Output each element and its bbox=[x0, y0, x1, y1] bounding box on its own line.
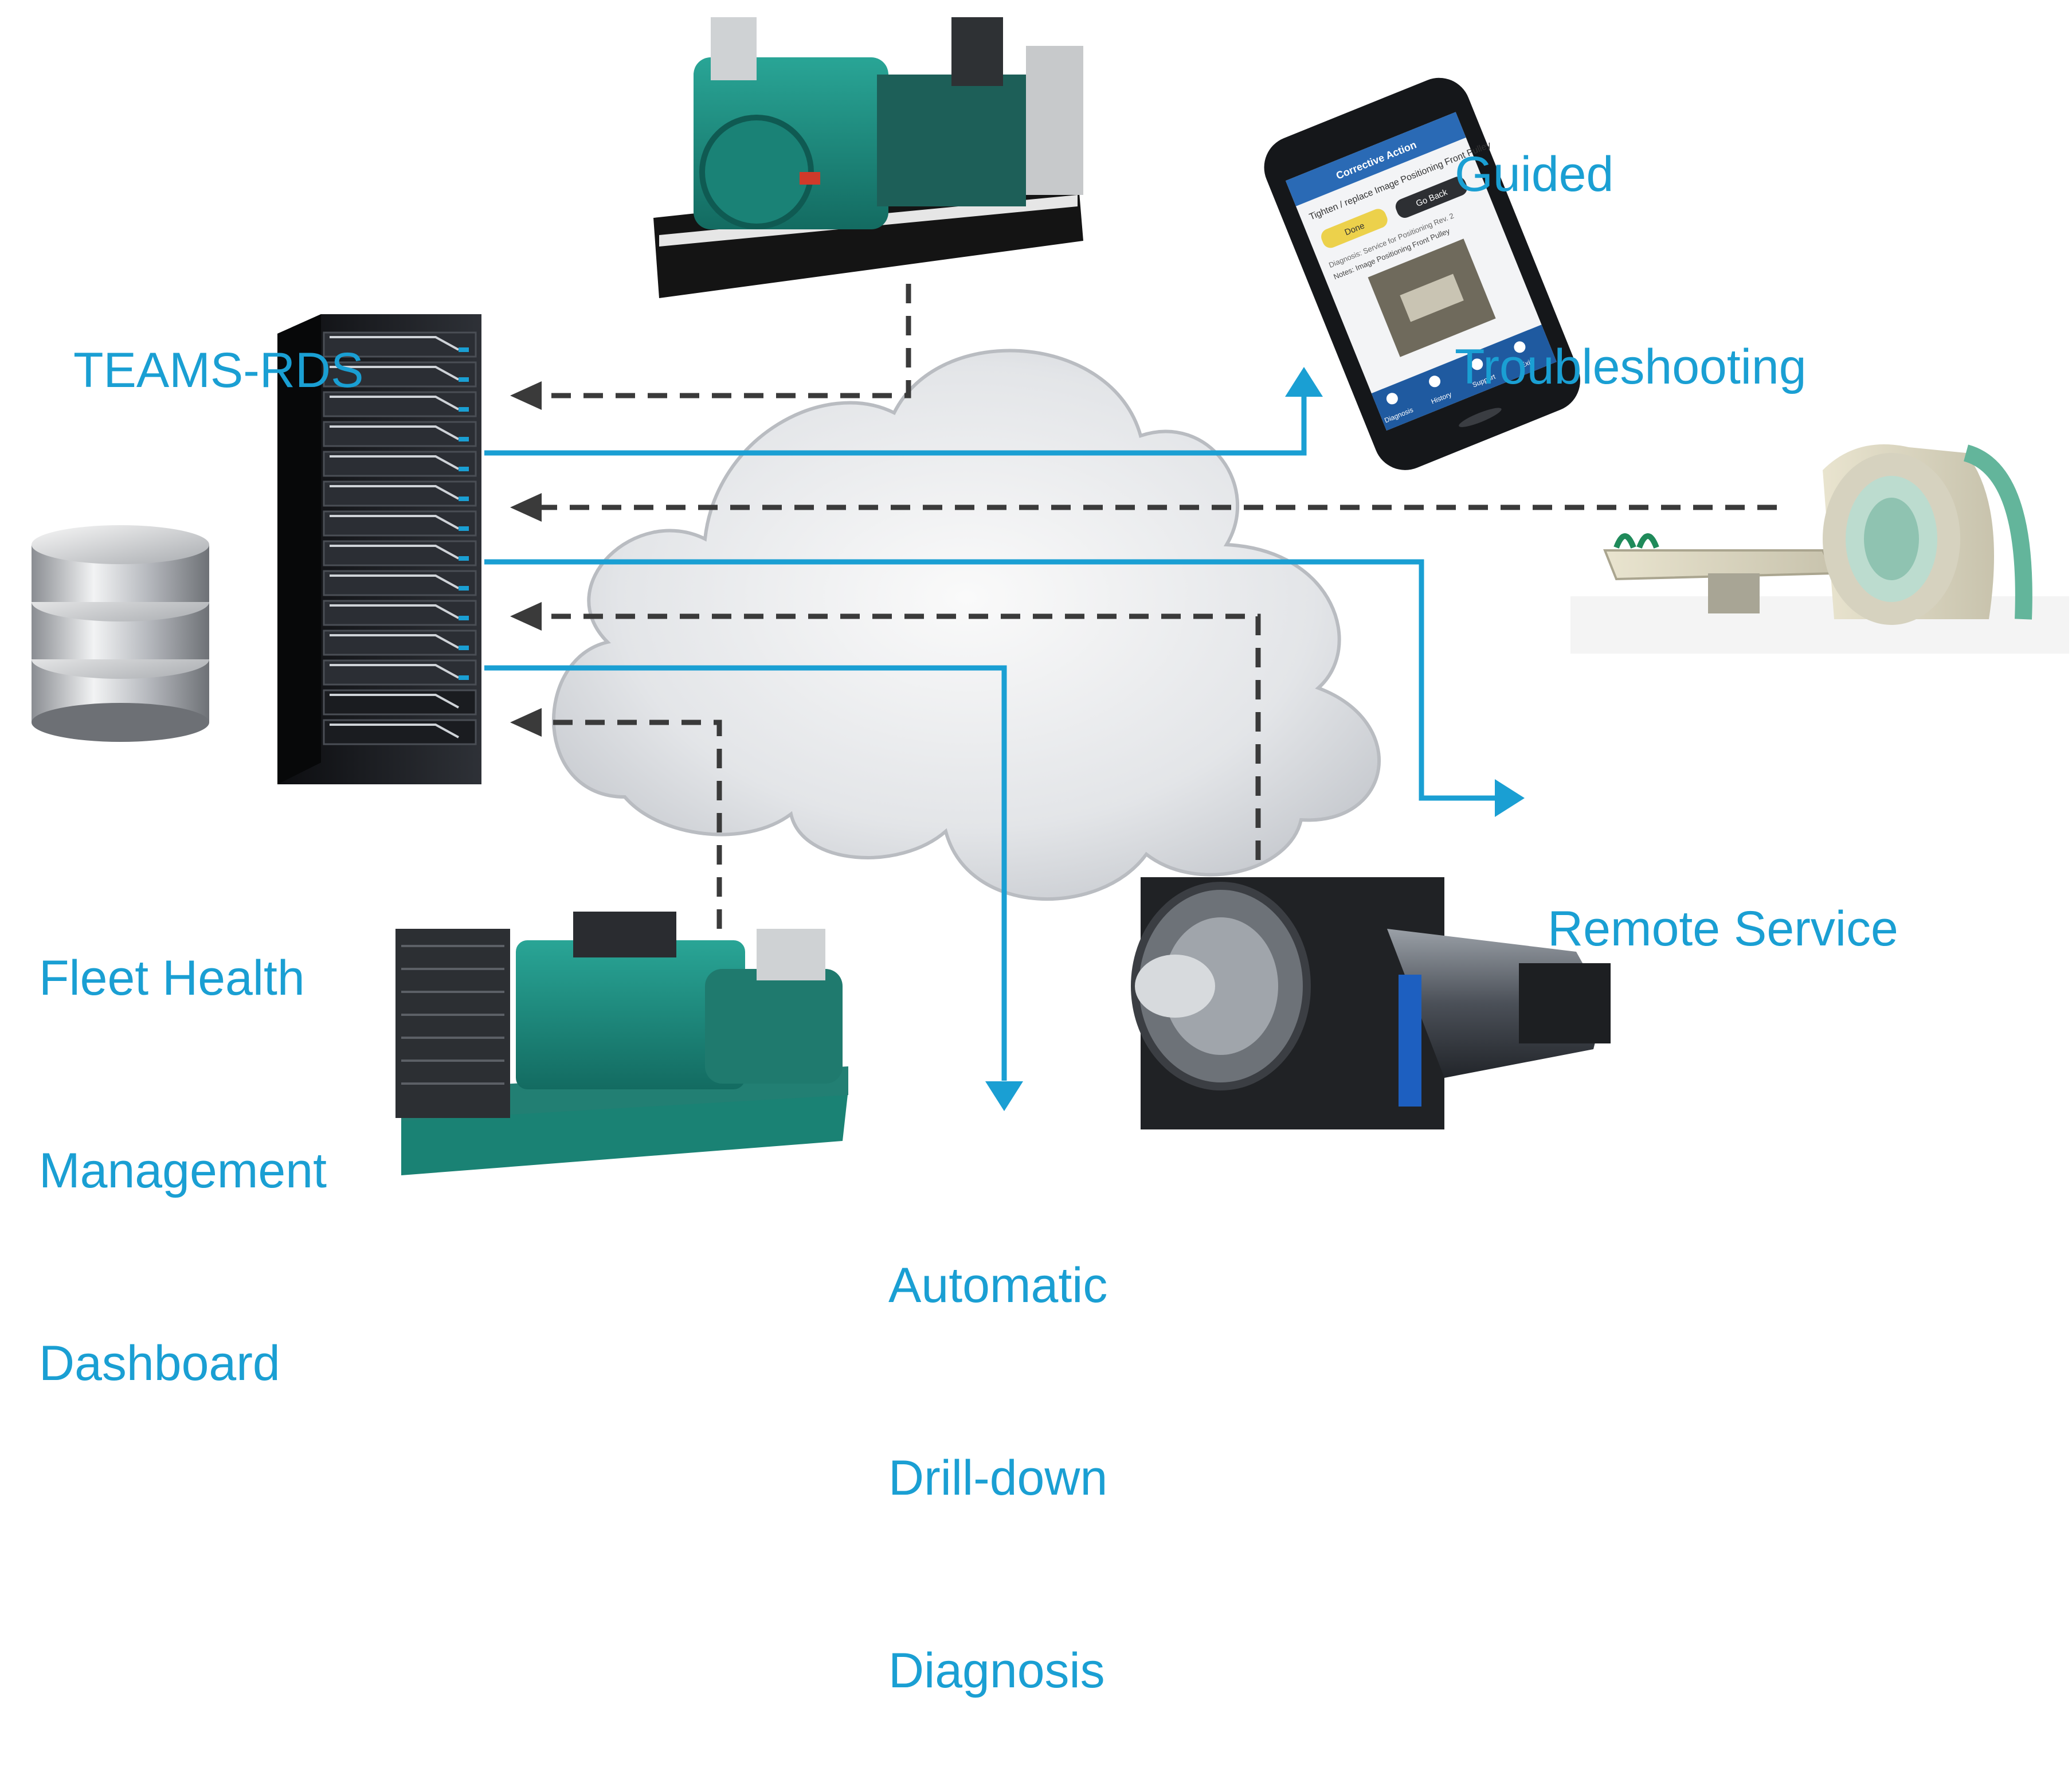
server-led bbox=[459, 526, 469, 531]
solid-arrowhead-remote bbox=[1495, 779, 1525, 817]
phone-goback-button[interactable] bbox=[1393, 174, 1470, 220]
label-remote-service: Remote Service bbox=[1548, 901, 1898, 956]
solid-arrowhead-guided bbox=[1285, 367, 1323, 397]
server-bay-highlight bbox=[330, 455, 459, 470]
server-led bbox=[459, 467, 469, 471]
jet-engine-image bbox=[1131, 877, 1611, 1129]
phone-nav-icon[interactable] bbox=[1427, 374, 1442, 389]
server-led bbox=[459, 586, 469, 591]
phone-nav-icon[interactable] bbox=[1512, 339, 1527, 354]
server-led bbox=[459, 407, 469, 412]
phone-nav-icon[interactable] bbox=[1470, 357, 1485, 372]
server-bay-highlight bbox=[330, 604, 459, 619]
diagram-canvas: Corrective Action Tighten / replace Imag… bbox=[32, 17, 2069, 1698]
server-led bbox=[459, 675, 469, 680]
solid-arrowhead-drill-down bbox=[985, 1081, 1023, 1111]
dashed-link-bottom-generator bbox=[522, 720, 722, 929]
server-bay-highlight bbox=[330, 396, 459, 411]
solid-link-guided bbox=[484, 393, 1307, 456]
mri-scanner-image bbox=[1570, 444, 2069, 654]
phone-image: Corrective Action Tighten / replace Imag… bbox=[1264, 77, 1580, 470]
server-led bbox=[459, 616, 469, 620]
server-bay-highlight bbox=[330, 366, 459, 381]
server-bay-highlight bbox=[330, 336, 459, 351]
generator-top-image bbox=[653, 17, 1083, 298]
generator-bottom-image bbox=[395, 912, 848, 1175]
label-automatic-drill-down-diagnosis: Automatic Drill-down Diagnosis bbox=[888, 1258, 1108, 1698]
server-led bbox=[459, 646, 469, 650]
server-bay-highlight bbox=[330, 724, 459, 738]
dashed-link-top-generator bbox=[522, 284, 911, 398]
server-rack-icon bbox=[277, 314, 481, 784]
diagram-svg: Corrective Action Tighten / replace Imag… bbox=[32, 17, 2069, 1175]
server-led bbox=[459, 497, 469, 501]
server-led bbox=[459, 347, 469, 352]
phone-done-button[interactable] bbox=[1319, 206, 1390, 250]
dashed-link-jet-engine bbox=[522, 613, 1261, 860]
solid-link-drill-down bbox=[484, 665, 1007, 1081]
phone-nav-bar bbox=[1371, 325, 1557, 431]
dashed-arrowhead-1 bbox=[510, 381, 542, 410]
server-led bbox=[459, 437, 469, 441]
label-guided-troubleshooting: Guided Troubleshooting bbox=[1455, 147, 1807, 394]
server-bay-highlight bbox=[330, 634, 459, 649]
dashed-arrowhead-2 bbox=[510, 493, 542, 522]
cloud-icon bbox=[552, 349, 1381, 901]
label-teams-rds: TEAMS-RDS bbox=[73, 343, 364, 398]
server-bay-highlight bbox=[330, 664, 459, 679]
server-bay-highlight bbox=[330, 574, 459, 589]
server-bay-highlight bbox=[330, 425, 459, 440]
dashed-arrowhead-3 bbox=[510, 602, 542, 631]
server-bay-highlight bbox=[330, 545, 459, 560]
server-led bbox=[459, 377, 469, 382]
server-bay-highlight bbox=[330, 694, 459, 709]
server-bay-highlight bbox=[330, 515, 459, 530]
phone-nav-icon[interactable] bbox=[1385, 391, 1400, 406]
server-bay-highlight bbox=[330, 485, 459, 500]
solid-link-remote bbox=[484, 559, 1496, 801]
server-led bbox=[459, 556, 469, 561]
database-cylinder-icon bbox=[32, 525, 209, 742]
dashed-arrowhead-4 bbox=[510, 708, 542, 737]
label-fleet-health-dashboard: Fleet Health Management Dashboard bbox=[39, 951, 327, 1391]
